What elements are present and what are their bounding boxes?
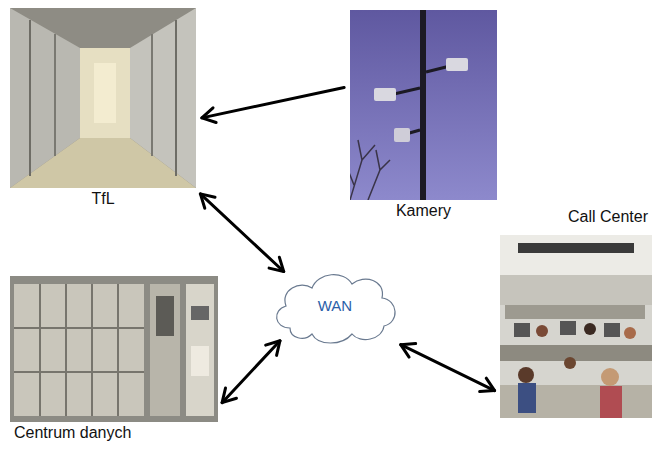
photo-node: Centrum danych xyxy=(10,276,218,444)
connector-line xyxy=(202,88,344,118)
arrow-head xyxy=(266,341,280,356)
connector-line xyxy=(200,194,283,272)
photo-node: TfL xyxy=(10,8,196,210)
connector-arrow xyxy=(200,194,283,272)
connector-arrow xyxy=(401,344,495,392)
arrow-head xyxy=(202,108,216,123)
server-room-photo xyxy=(10,8,196,188)
arrow-head xyxy=(200,194,215,208)
call-center-photo xyxy=(500,235,652,418)
node-label: TfL xyxy=(10,188,196,210)
node-label: Centrum danych xyxy=(10,422,218,444)
arrow-head xyxy=(480,378,495,391)
connector-arrow xyxy=(202,88,344,123)
node-label: Kamery xyxy=(350,200,497,222)
connector-line xyxy=(222,341,280,403)
photo-node: Call Center xyxy=(500,206,652,440)
connector-line xyxy=(401,345,495,391)
arrow-head xyxy=(222,388,236,403)
arrow-head xyxy=(401,344,416,357)
camera-pole-photo xyxy=(350,10,497,200)
photo-node: Kamery xyxy=(350,10,497,222)
arrow-head xyxy=(269,257,284,271)
node-label: Call Center xyxy=(500,206,652,228)
cloud-node: WAN xyxy=(268,266,402,346)
data-center-photo xyxy=(10,276,218,422)
node-label: WAN xyxy=(314,295,356,317)
connector-arrow xyxy=(222,341,280,403)
